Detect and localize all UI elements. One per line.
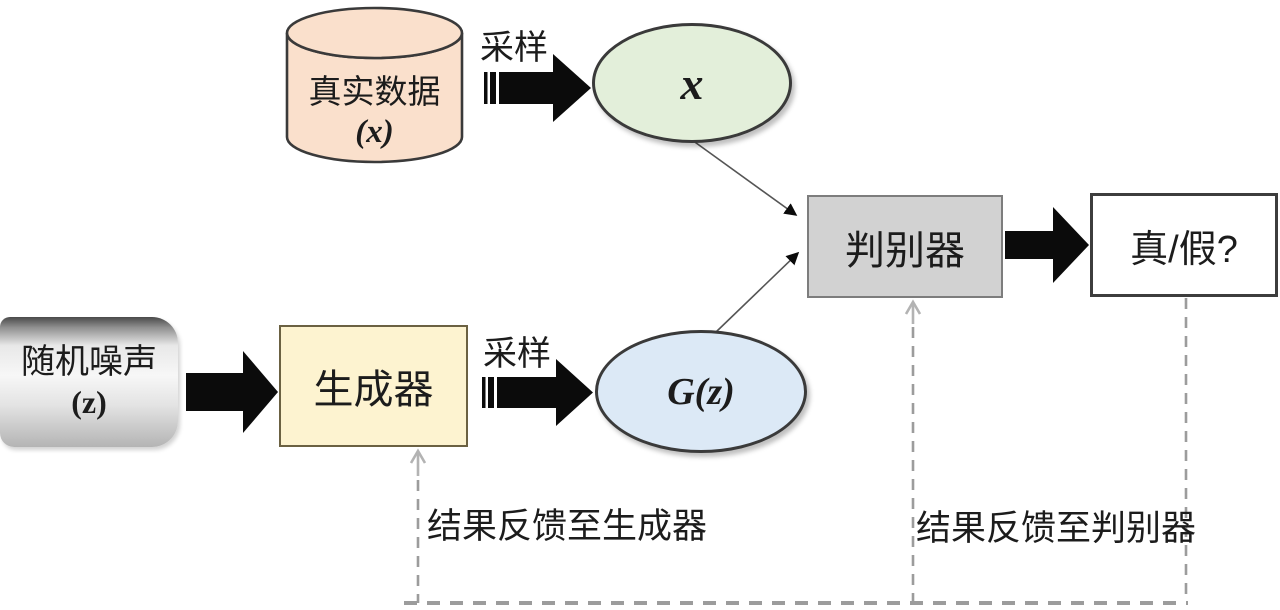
random-noise-label: 随机噪声 — [21, 343, 157, 382]
real-data-cylinder — [285, 6, 464, 164]
real-data-label-group: 真实数据 (x) — [289, 68, 460, 156]
discriminator-to-output-arrow — [1005, 207, 1089, 283]
generated-sample-to-discriminator-connector — [715, 251, 800, 333]
generator-node: 生成器 — [279, 325, 468, 447]
feedback-line-discriminator — [904, 299, 922, 603]
random-noise-symbol: (z) — [71, 384, 107, 421]
output-label: 真/假? — [1130, 228, 1238, 271]
real-data-symbol: (x) — [355, 113, 394, 150]
random-noise-node: 随机噪声 (z) — [0, 317, 178, 447]
sample-label-top: 采样 — [480, 29, 548, 67]
generator-label: 生成器 — [313, 368, 434, 412]
cylinder-top — [285, 6, 464, 60]
up-arrowhead — [409, 448, 427, 464]
generated-sample-label: G(z) — [667, 370, 735, 413]
real-sample-node: x — [592, 23, 792, 143]
feedback-line-generator — [409, 448, 427, 603]
feedback-generator-label: 结果反馈至生成器 — [427, 507, 708, 546]
sample-arrow-bottom — [482, 359, 593, 426]
output-node: 真/假? — [1090, 193, 1278, 297]
generated-sample-node: G(z) — [595, 330, 807, 453]
real-sample-label: x — [680, 57, 704, 109]
discriminator-label: 判别器 — [845, 228, 965, 273]
sample-label-bottom: 采样 — [483, 335, 551, 373]
up-arrowhead — [904, 299, 922, 315]
noise-to-generator-arrow — [186, 351, 278, 433]
real-sample-to-discriminator-connector — [691, 139, 798, 216]
sample-arrow-top — [484, 54, 591, 122]
real-data-label: 真实数据 — [308, 72, 441, 110]
feedback-discriminator-label: 结果反馈至判别器 — [916, 509, 1197, 548]
discriminator-node: 判别器 — [807, 195, 1003, 298]
